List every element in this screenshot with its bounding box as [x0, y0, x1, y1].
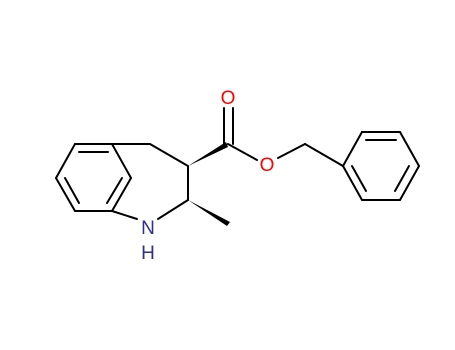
tetrahydro-ring [111, 143, 189, 220]
bond [342, 165, 363, 201]
bond [157, 199, 189, 220]
wedge-bond-to-methyl [188, 200, 230, 226]
bond [55, 177, 76, 212]
bond [149, 143, 189, 167]
ester-group [223, 107, 344, 167]
ester-bond [227, 143, 258, 161]
bond [342, 131, 363, 167]
double-bond-inner [394, 165, 410, 192]
bond [55, 143, 76, 179]
benzyl-bond [304, 143, 344, 167]
bond [111, 143, 132, 179]
double-bond-inner [351, 165, 367, 192]
carbonyl-oxygen-label: O [221, 88, 236, 109]
double-bond-inner [106, 177, 123, 204]
bond [111, 177, 132, 212]
phenyl-ring [342, 131, 420, 201]
ring-nitrogen-label: N [141, 218, 155, 239]
ester-oxygen-label: O [260, 155, 275, 176]
ring-nitrogen-hydrogen-label: H [141, 243, 155, 264]
bond [399, 131, 420, 167]
wedge-bond-to-ester [188, 142, 228, 166]
bond [399, 165, 420, 201]
double-bond-inner [64, 177, 80, 204]
benzo-ring [55, 143, 132, 212]
ester-bond [277, 143, 306, 159]
bond [111, 210, 138, 220]
